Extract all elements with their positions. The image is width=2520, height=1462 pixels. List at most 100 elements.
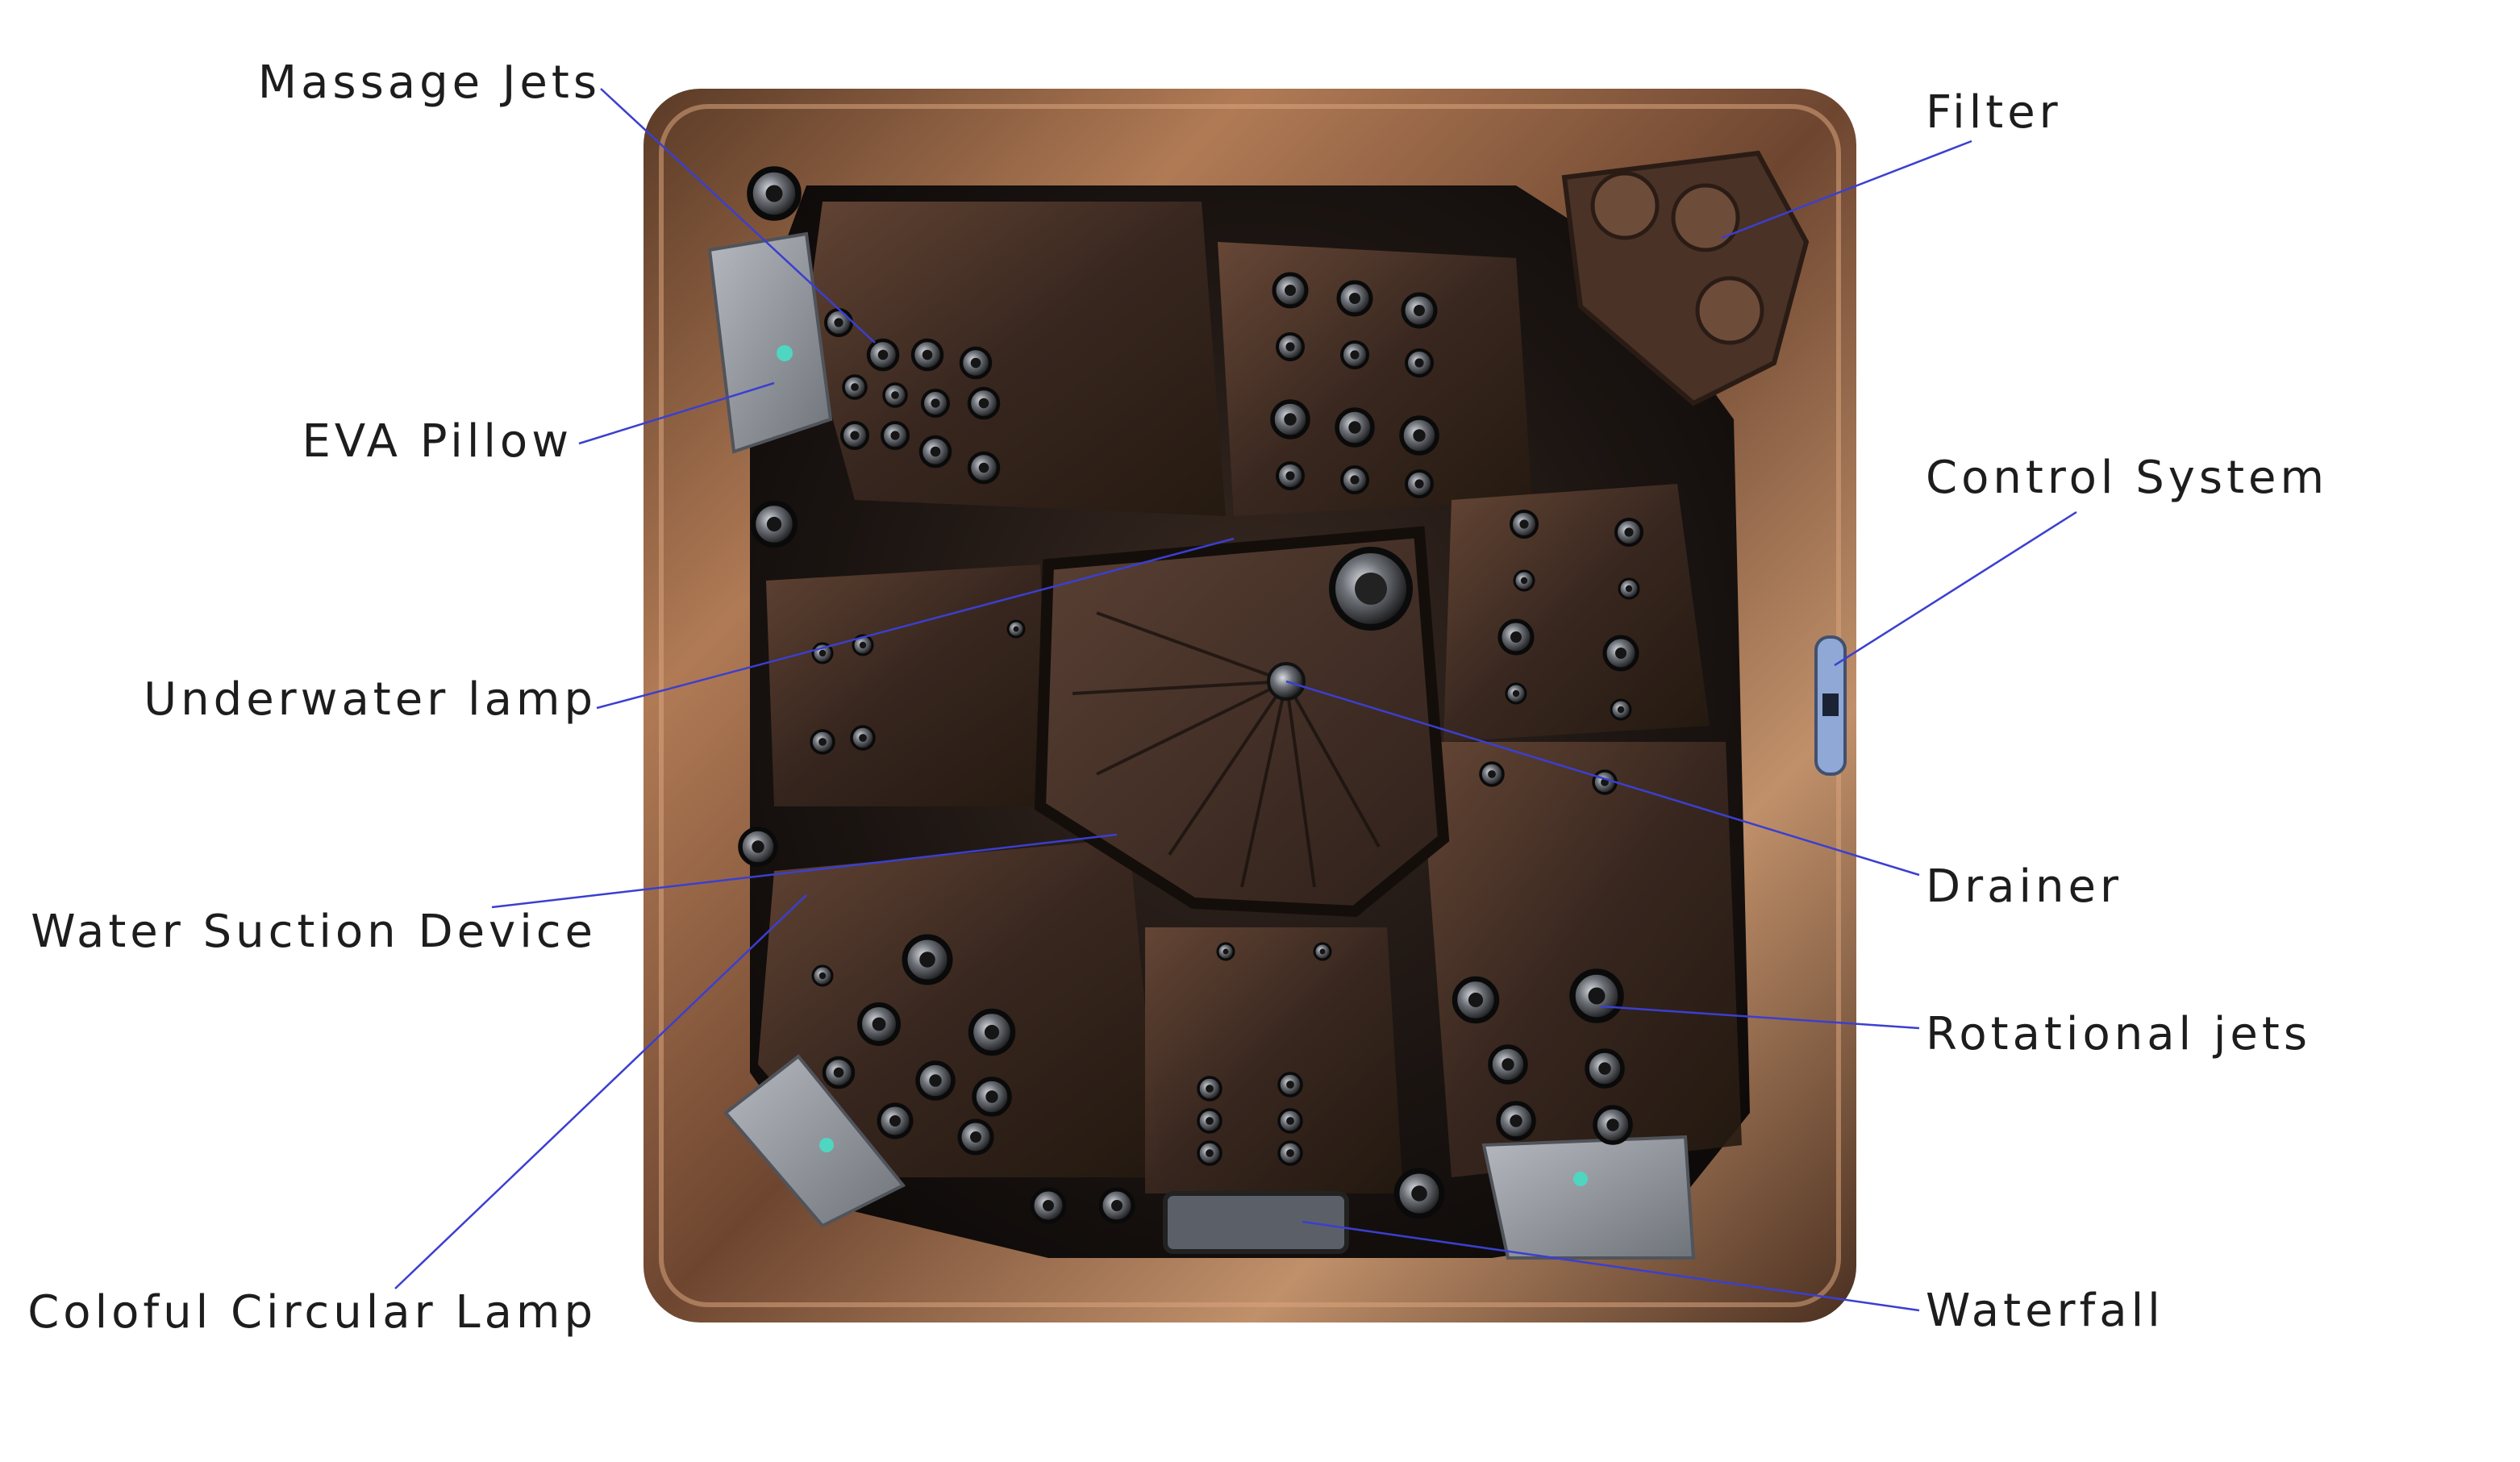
jet-nozzle-icon	[851, 383, 859, 391]
jet-nozzle-icon	[985, 1090, 998, 1103]
leader-line-underwater-lamp	[596, 537, 1235, 710]
jet-nozzle-icon	[834, 318, 843, 327]
jet-nozzle-icon	[877, 349, 889, 360]
callout-label-control-system: Control System	[1926, 452, 2329, 504]
jet-nozzle-icon	[1350, 350, 1360, 360]
jet-nozzle-icon	[1414, 305, 1425, 316]
jet-nozzle-icon	[1013, 626, 1019, 632]
jet-nozzle-icon	[752, 840, 764, 853]
jet-nozzle-icon	[1519, 519, 1529, 529]
jet-nozzle-icon	[1615, 648, 1627, 659]
callout-label-eva-pillow: EVA Pillow	[302, 415, 573, 468]
seat-top-middle	[1218, 242, 1532, 516]
callout-label-waterfall: Waterfall	[1926, 1285, 2164, 1337]
jet-nozzle-icon	[1414, 479, 1424, 489]
jet-nozzle-icon	[1206, 1149, 1214, 1157]
leader-line-massage-jets	[600, 88, 876, 344]
jet-nozzle-icon	[1414, 358, 1424, 368]
jet-nozzle-icon	[1349, 293, 1360, 304]
jet-nozzle-icon	[1588, 987, 1606, 1005]
jet-nozzle-icon	[984, 1024, 1000, 1040]
eva-pillow-top-left	[707, 231, 833, 454]
jet-nozzle-icon	[872, 1017, 886, 1031]
jet-group	[738, 166, 1643, 1224]
jet-nozzle-icon	[1111, 1200, 1123, 1211]
jet-nozzle-icon	[1319, 948, 1326, 955]
jet-nozzle-icon	[929, 1074, 942, 1087]
leader-line-coloful-circular-lamp	[394, 894, 807, 1289]
filter-cap-icon	[1695, 276, 1764, 345]
callout-label-coloful-circular-lamp: Coloful Circular Lamp	[27, 1286, 597, 1339]
control-display-icon	[1822, 694, 1839, 716]
jet-nozzle-icon	[889, 1115, 901, 1127]
jet-nozzle-icon	[1286, 1081, 1294, 1089]
pillow-light-icon	[1573, 1172, 1588, 1186]
jet-nozzle-icon	[850, 431, 860, 440]
jet-nozzle-icon	[890, 431, 900, 440]
filter-cap-icon	[1590, 171, 1660, 240]
jet-nozzle-icon	[1284, 413, 1297, 426]
jet-nozzle-icon	[930, 446, 941, 457]
jet-nozzle-icon	[818, 738, 827, 746]
jet-nozzle-icon	[1206, 1117, 1214, 1125]
jet-nozzle-icon	[1285, 285, 1296, 296]
jet-nozzle-icon	[922, 349, 933, 360]
seat-bottom-left	[758, 839, 1161, 1177]
callout-label-rotational-jets: Rotational jets	[1926, 1008, 2312, 1060]
leader-line-eva-pillow	[578, 381, 775, 445]
jet-nozzle-icon	[1043, 1200, 1054, 1211]
leader-line-water-suction-device	[491, 833, 1118, 909]
jet-nozzle-icon	[1512, 689, 1520, 698]
callout-label-underwater-lamp: Underwater lamp	[144, 673, 597, 726]
jet-nozzle-icon	[1206, 1085, 1214, 1093]
callout-label-water-suction-device: Water Suction Device	[31, 906, 597, 958]
leader-line-rotational-jets	[1600, 1005, 1920, 1030]
jet-nozzle-icon	[859, 734, 867, 742]
jet-nozzle-icon	[978, 462, 989, 473]
jet-nozzle-icon	[818, 649, 827, 657]
leader-line-filter	[1721, 140, 1972, 240]
callout-label-filter: Filter	[1926, 86, 2062, 139]
jet-nozzle-icon	[978, 398, 989, 409]
jet-nozzle-icon	[1350, 475, 1360, 485]
eva-pillow-bottom-left	[723, 1054, 906, 1228]
jet-nozzle-icon	[1286, 1149, 1294, 1157]
jet-nozzle-icon	[1285, 342, 1295, 352]
footwell	[1034, 526, 1450, 918]
jet-nozzle-icon	[1520, 577, 1528, 585]
jet-nozzle-icon	[765, 185, 783, 202]
pillow-light-icon	[777, 345, 793, 361]
waterfall-outlet	[1163, 1191, 1349, 1254]
jet-nozzle-icon	[1286, 1117, 1294, 1125]
jet-nozzle-icon	[919, 952, 935, 968]
leader-line-waterfall	[1302, 1220, 1920, 1312]
drain-ribs	[1072, 611, 1381, 888]
jet-nozzle-icon	[891, 391, 899, 399]
footwell-jet-core-icon	[1355, 573, 1387, 605]
seat-left	[766, 564, 1048, 806]
jet-nozzle-icon	[1598, 1062, 1611, 1075]
jet-nozzle-icon	[766, 516, 782, 532]
jet-nozzle-icon	[1468, 992, 1484, 1008]
jet-nozzle-icon	[970, 357, 981, 369]
jet-nozzle-icon	[1617, 706, 1625, 714]
seat-top-left	[806, 202, 1226, 516]
jet-nozzle-icon	[1411, 1185, 1427, 1202]
jet-nozzle-icon	[1413, 429, 1426, 442]
jet-nozzle-icon	[1502, 1058, 1514, 1071]
jet-nozzle-icon	[1223, 948, 1229, 955]
filter-cap-icon	[1671, 183, 1740, 252]
jet-nozzle-icon	[1488, 770, 1496, 778]
leader-line-drainer	[1285, 680, 1920, 877]
jet-nozzle-icon	[1510, 1114, 1522, 1127]
callout-label-massage-jets: Massage Jets	[257, 56, 601, 109]
jet-nozzle-icon	[818, 972, 827, 980]
leader-line-control-system	[1834, 510, 2077, 667]
jet-nozzle-icon	[931, 398, 940, 408]
jet-nozzle-icon	[1285, 471, 1295, 481]
seat-right	[1443, 484, 1710, 742]
jet-nozzle-icon	[1624, 527, 1634, 537]
